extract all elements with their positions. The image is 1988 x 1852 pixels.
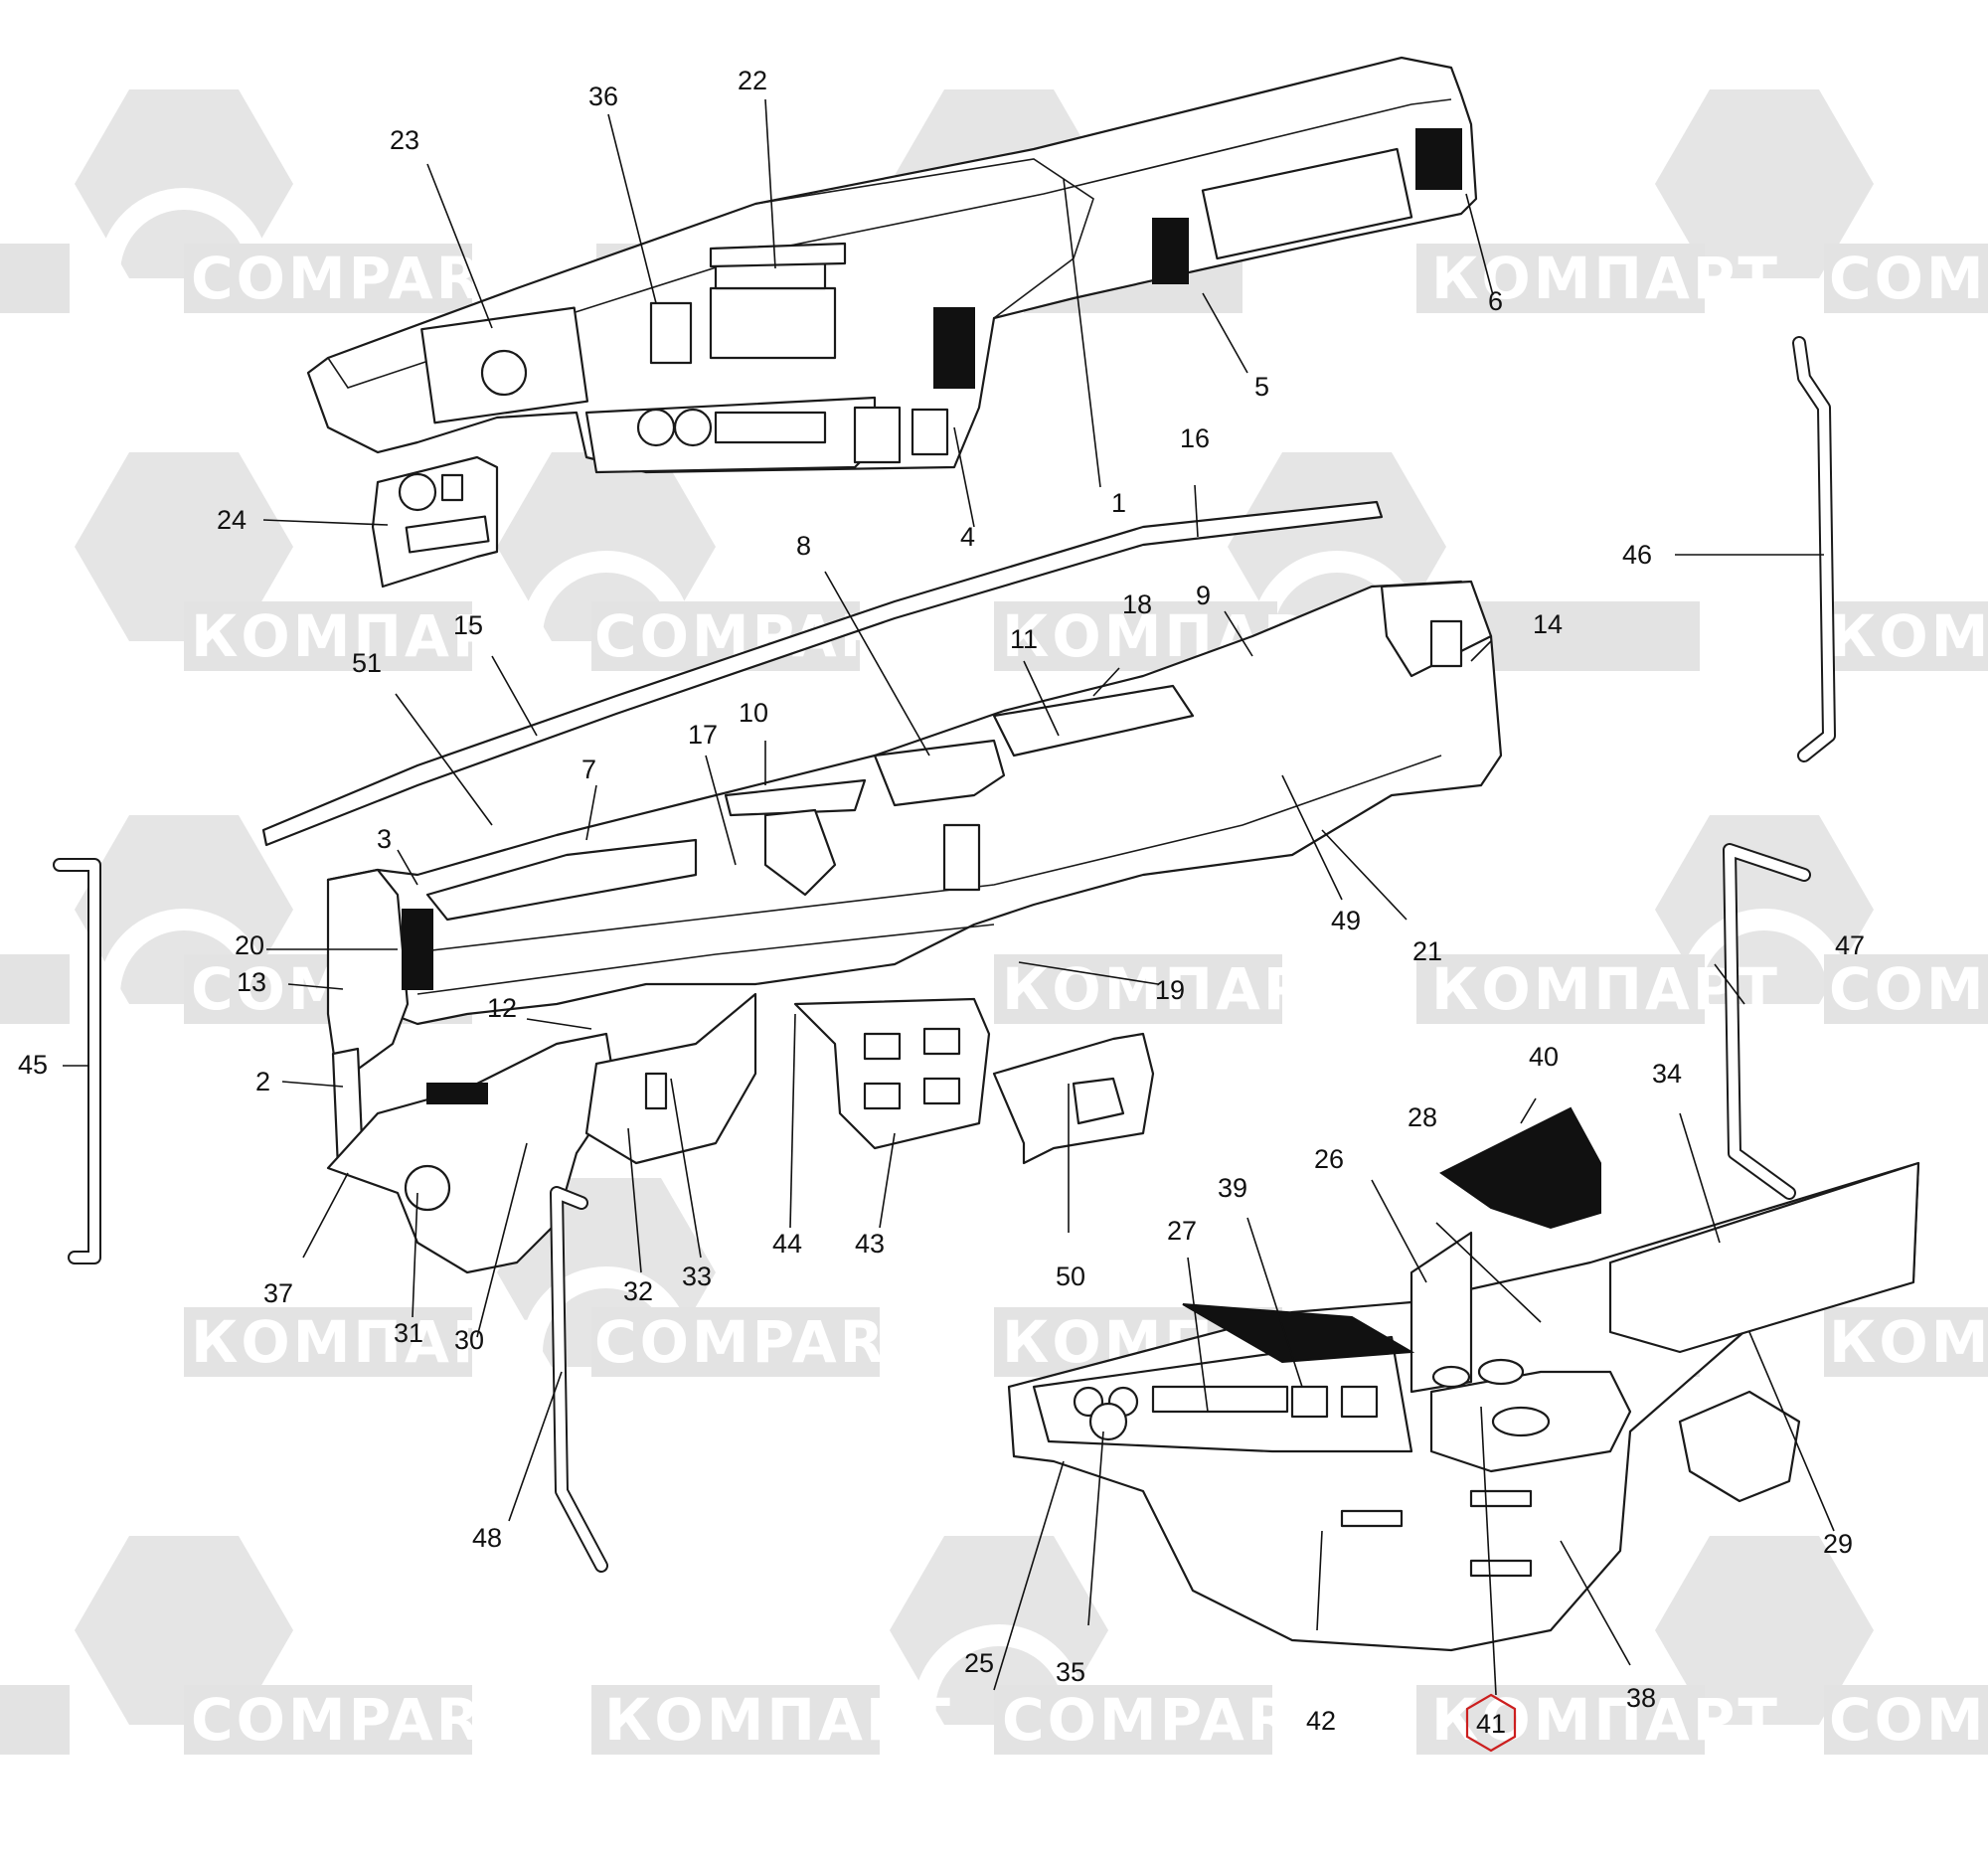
callout-30[interactable]: 30 — [454, 1325, 484, 1355]
callout-12[interactable]: 12 — [487, 993, 517, 1023]
callout-39[interactable]: 39 — [1218, 1173, 1247, 1203]
callout-26[interactable]: 26 — [1314, 1144, 1344, 1174]
callout-13[interactable]: 13 — [237, 967, 266, 997]
upper-dash-panel — [306, 56, 1478, 474]
watermark-text: COMPART — [1829, 1686, 1988, 1754]
callout-28[interactable]: 28 — [1408, 1102, 1437, 1132]
watermark-text: КОМПАРТ — [1431, 955, 1780, 1023]
callout-20[interactable]: 20 — [235, 930, 264, 960]
callout-38[interactable]: 38 — [1626, 1683, 1656, 1713]
rod-46 — [1792, 336, 1836, 762]
callout-15[interactable]: 15 — [453, 610, 483, 640]
callout-27[interactable]: 27 — [1167, 1216, 1197, 1246]
callout-1[interactable]: 1 — [1111, 488, 1126, 518]
callout-42[interactable]: 42 — [1306, 1706, 1336, 1736]
callout-19[interactable]: 19 — [1155, 975, 1185, 1005]
callout-4[interactable]: 4 — [960, 522, 975, 552]
callout-34[interactable]: 34 — [1652, 1059, 1682, 1089]
callout-45[interactable]: 45 — [18, 1050, 48, 1080]
callout-43[interactable]: 43 — [855, 1229, 885, 1259]
callout-41[interactable]: 41 — [1476, 1709, 1506, 1739]
callout-36[interactable]: 36 — [588, 82, 618, 111]
callout-11[interactable]: 11 — [1010, 624, 1038, 654]
callout-50[interactable]: 50 — [1056, 1262, 1085, 1291]
callout-9[interactable]: 9 — [1196, 581, 1211, 610]
rod-47 — [1723, 843, 1811, 1200]
callout-44[interactable]: 44 — [772, 1229, 802, 1259]
callout-25[interactable]: 25 — [964, 1648, 994, 1678]
lower-right-console — [1007, 1106, 1920, 1652]
callout-14[interactable]: 14 — [1533, 609, 1563, 639]
watermark-text: КОМПАРТ — [1002, 955, 1351, 1023]
side-switch-panel — [371, 455, 499, 589]
watermark-text: COMPART — [594, 1308, 926, 1376]
watermark-texts: COMPART КОМПАРТ КОМПАРТ COMPART КОМПАРТ … — [191, 245, 1988, 1754]
cross-car-beam — [326, 580, 1503, 1026]
callout-3[interactable]: 3 — [377, 824, 392, 854]
callout-16[interactable]: 16 — [1180, 423, 1210, 453]
watermark-logo-icon — [75, 452, 293, 641]
mounting-brackets — [793, 997, 1155, 1165]
watermark-logo-icon — [75, 1536, 293, 1725]
highlight-hex-icon — [1465, 1693, 1517, 1753]
callout-51[interactable]: 51 — [352, 648, 382, 678]
callout-40[interactable]: 40 — [1529, 1042, 1559, 1072]
callout-24[interactable]: 24 — [217, 505, 247, 535]
callout-33[interactable]: 33 — [682, 1262, 712, 1291]
callout-35[interactable]: 35 — [1056, 1657, 1085, 1687]
watermark-text: КОМПАРТ — [1829, 602, 1988, 670]
watermark-text: COMPART — [1829, 245, 1988, 312]
watermark-text: КОМПАРТ — [604, 1686, 953, 1754]
callout-8[interactable]: 8 — [796, 531, 811, 561]
watermark-layer: COMPART КОМПАРТ КОМПАРТ COMPART КОМПАРТ … — [0, 89, 1988, 1795]
callout-48[interactable]: 48 — [472, 1523, 502, 1553]
callout-29[interactable]: 29 — [1823, 1529, 1853, 1559]
watermark-text: COMPART — [191, 1686, 523, 1754]
watermark-logo-icon — [1655, 89, 1874, 278]
callout-labels: 1 2 3 4 5 6 7 8 9 10 11 12 13 14 15 16 1… — [18, 66, 1865, 1739]
watermark-text: COMPART — [1829, 955, 1988, 1023]
callout-21[interactable]: 21 — [1412, 936, 1442, 966]
callout-49[interactable]: 49 — [1331, 906, 1361, 935]
rod-45 — [53, 858, 101, 1264]
callout-47[interactable]: 47 — [1835, 930, 1865, 960]
watermark-text: КОМПАРТ — [191, 602, 540, 670]
leader-lines — [63, 98, 1835, 1696]
callout-2[interactable]: 2 — [255, 1067, 270, 1096]
callout-46[interactable]: 46 — [1622, 540, 1652, 570]
rod-48 — [550, 1186, 608, 1573]
callout-23[interactable]: 23 — [390, 125, 419, 155]
callout-10[interactable]: 10 — [739, 698, 768, 728]
parts-layer — [53, 56, 1920, 1652]
left-vent-assembly — [326, 868, 433, 1170]
callout-7[interactable]: 7 — [581, 755, 596, 784]
callout-22[interactable]: 22 — [738, 66, 767, 95]
long-trim-strip — [261, 500, 1384, 847]
watermark-text: КОМПАРТ — [1829, 1308, 1988, 1376]
watermark-text: COMPART — [1002, 1686, 1334, 1754]
callout-18[interactable]: 18 — [1122, 589, 1152, 619]
callout-32[interactable]: 32 — [623, 1276, 653, 1306]
callout-17[interactable]: 17 — [688, 720, 718, 750]
callout-6[interactable]: 6 — [1488, 286, 1503, 316]
callout-37[interactable]: 37 — [263, 1278, 293, 1308]
watermark-text: COMPART — [191, 245, 523, 312]
watermark-text: КОМПАРТ — [191, 1308, 540, 1376]
callout-5[interactable]: 5 — [1254, 372, 1269, 402]
watermark-logo-icon — [1655, 1536, 1874, 1725]
watermark-text: КОМПАРТ — [1431, 245, 1780, 312]
callout-31[interactable]: 31 — [394, 1318, 423, 1348]
